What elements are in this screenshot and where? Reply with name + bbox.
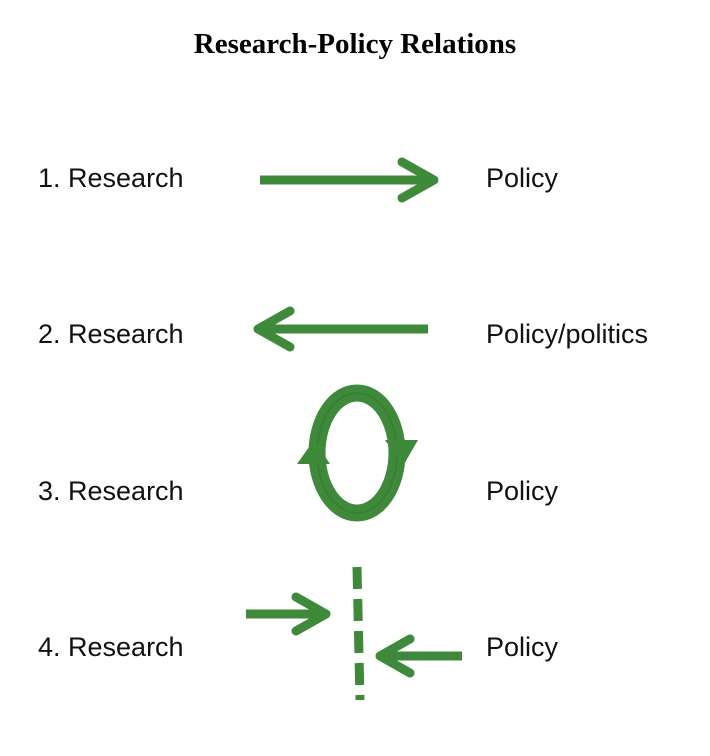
row-2-right-label: Policy/politics — [486, 319, 649, 349]
row-3-right-label: Policy — [486, 476, 559, 506]
row-1-left-label: 1. Research — [38, 163, 184, 193]
right-arrow-icon — [260, 157, 439, 203]
cycle-arrows-icon — [297, 384, 418, 522]
row-4-left-label: 4. Research — [38, 632, 184, 662]
right-arrow-icon — [246, 592, 331, 636]
dashed-barrier-icon — [352, 566, 365, 701]
row-4-right-label: Policy — [486, 632, 559, 662]
left-arrow-icon — [375, 634, 462, 678]
row-1-right-label: Policy — [486, 163, 559, 193]
row-2-left-label: 2. Research — [38, 319, 184, 349]
diagram-title: Research-Policy Relations — [193, 28, 517, 60]
left-arrow-icon — [253, 306, 428, 352]
row-3-left-label: 3. Research — [38, 476, 184, 506]
